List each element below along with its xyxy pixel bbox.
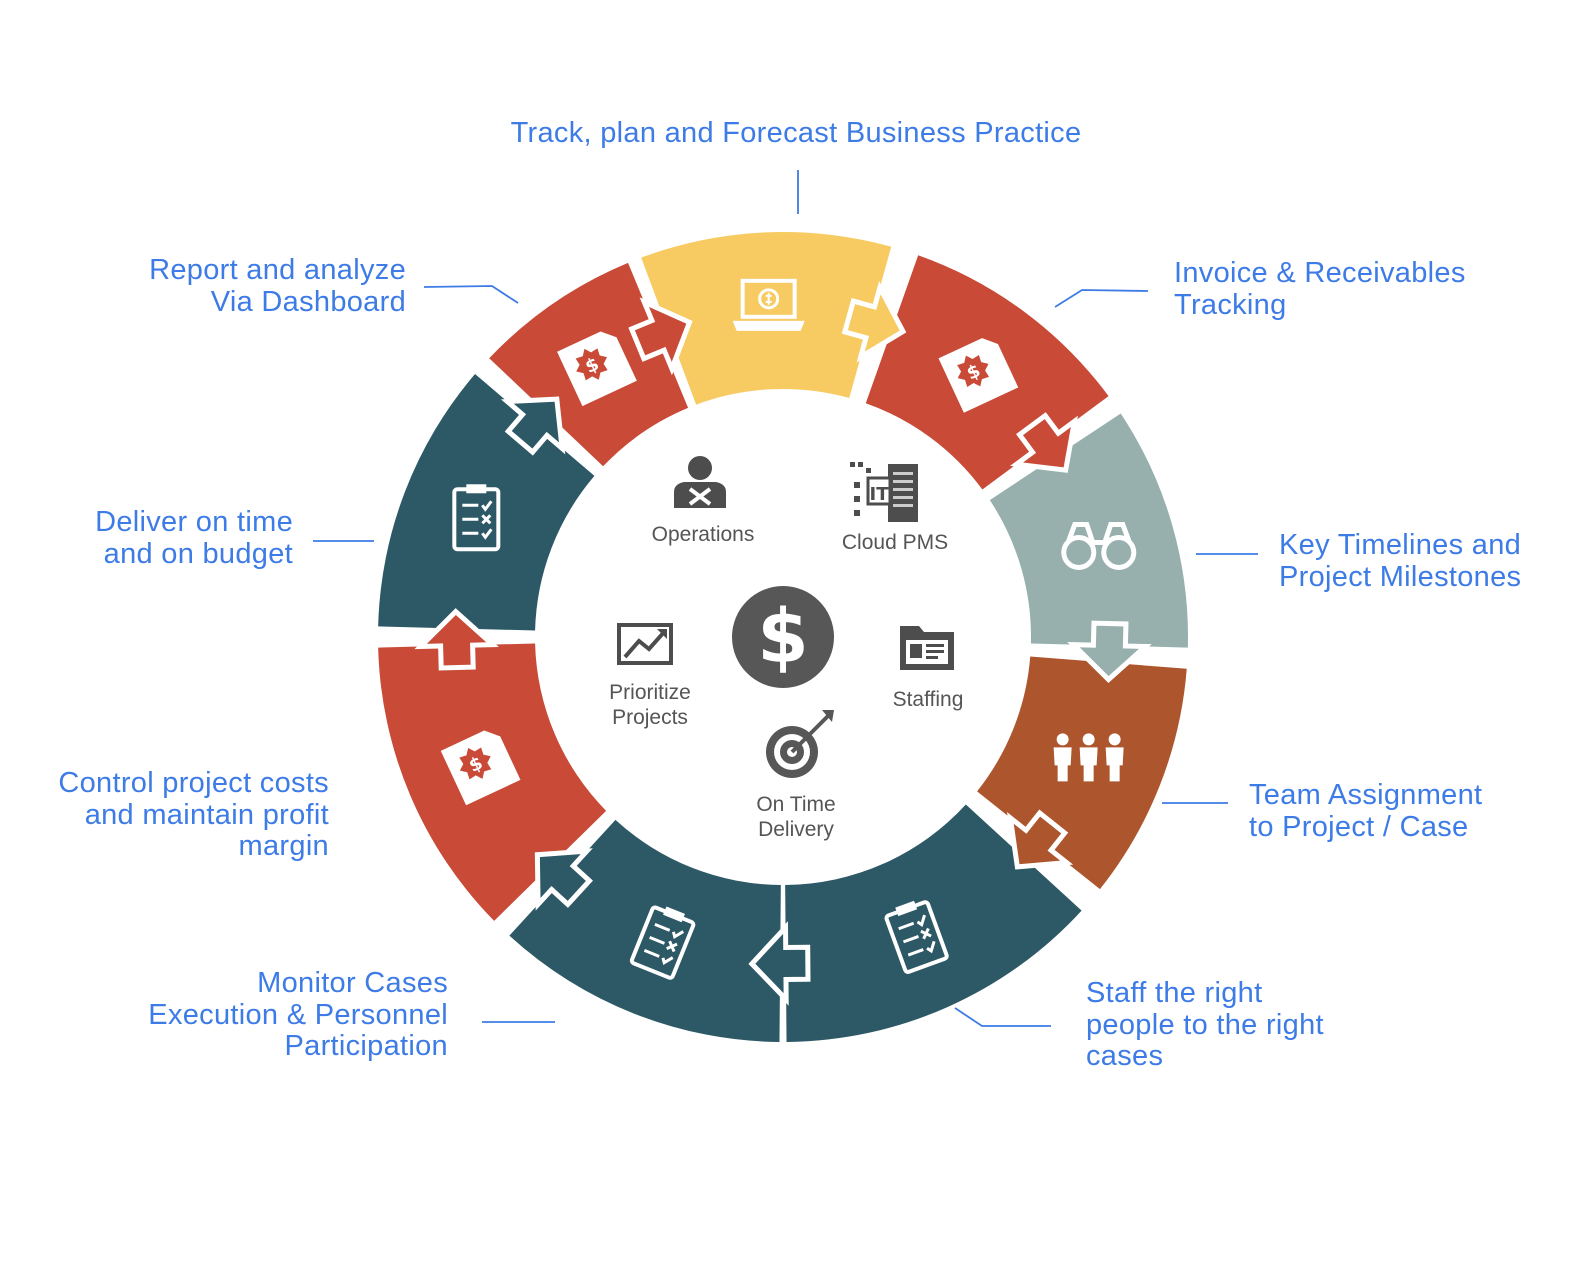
dollar-document-icon: $ [440,730,521,806]
inner-label-line: Delivery [758,818,834,841]
label-monitor-line: Monitor Cases [257,967,448,999]
arrow-deliver [500,396,566,456]
label-staff-line: Staff the right [1086,977,1263,1009]
label-monitor-line: Execution & Personnel [148,998,448,1031]
label-staff-line: people to the right [1086,1008,1324,1041]
label-invoice-line: Tracking [1174,288,1287,321]
label-control-line: margin [238,830,329,862]
trend-chart-icon [617,623,673,665]
label-deliver-line: and on budget [103,537,293,570]
svg-text:IT: IT [870,484,890,505]
inner-label-cloud: Cloud PMS [815,530,975,555]
inner-label-line: Operations [651,523,755,546]
label-invoice-line: Invoice & Receivables [1174,257,1466,289]
cycle-ring [378,232,1188,1042]
label-timeline: Key Timelines and Project Milestones [1279,529,1522,593]
inner-label-line: Projects [612,706,688,729]
cycle-arrows [414,280,1152,1006]
label-track: Track, plan and Forecast Business Practi… [446,117,1146,150]
label-report: Report and analyze Via Dashboard [149,254,406,318]
inner-label-line: Prioritize [609,681,691,704]
label-monitor: Monitor Cases Execution & Personnel Part… [148,967,448,1063]
label-control-line: and maintain profit [84,798,329,831]
label-monitor-line: Participation [284,1030,448,1062]
inner-label-prioritize: Prioritize Projects [570,680,730,730]
laptop-dollar-icon [732,278,805,331]
label-report-line: Via Dashboard [210,285,406,318]
segment-icons: $ $ $ [440,278,1137,980]
label-report-line: Report and analyze [149,254,406,286]
inner-label-line: On Time [756,793,836,816]
dollar-document-icon: $ [557,331,637,407]
arrow-timeline [1067,620,1152,683]
label-team: Team Assignment to Project / Case [1249,779,1483,843]
arrow-team [1006,809,1074,870]
connector-report [423,285,519,304]
connector-staff [954,1007,1051,1027]
connector-invoice [1054,289,1149,308]
label-timeline-line: Project Milestones [1279,560,1522,593]
arrow-track [841,280,907,363]
arrow-staff [748,921,811,1006]
it-server-icon: IT [850,462,918,522]
svg-text:$: $ [757,594,809,680]
label-deliver-line: Deliver on time [95,506,293,538]
label-connectors [313,170,1258,1027]
target-icon [766,710,834,778]
label-deliver: Deliver on time and on budget [95,506,293,570]
binoculars-icon [1061,521,1137,570]
id-folder-icon [900,626,954,670]
team-icon [1053,733,1124,782]
label-invoice: Invoice & Receivables Tracking [1174,257,1466,321]
inner-label-line: Staffing [892,688,964,711]
label-staff-line: cases [1086,1040,1164,1072]
clipboard-icon [884,900,949,974]
inner-label-operations: Operations [623,522,783,547]
operator-icon [674,456,726,508]
label-track-line: Track, plan and Forecast Business Practi… [510,117,1082,149]
inner-label-staffing: Staffing [848,687,1008,712]
arrow-monitor [534,848,593,911]
clipboard-icon [452,484,501,552]
dollar-document-icon: $ [938,338,1019,413]
inner-label-delivery: On Time Delivery [716,792,876,842]
arrow-invoice [1009,412,1078,473]
label-staff: Staff the right people to the right case… [1086,977,1324,1073]
label-team-line: to Project / Case [1249,810,1469,843]
label-timeline-line: Key Timelines and [1279,529,1522,561]
label-control-line: Control project costs [58,767,329,799]
clipboard-icon [629,905,696,980]
arrow-report [628,297,693,376]
label-control: Control project costs and maintain profi… [58,767,329,863]
dollar-icon: $ [732,586,834,688]
arrow-control [414,608,499,671]
inner-label-line: Cloud PMS [841,531,949,554]
label-team-line: Team Assignment [1249,779,1483,811]
